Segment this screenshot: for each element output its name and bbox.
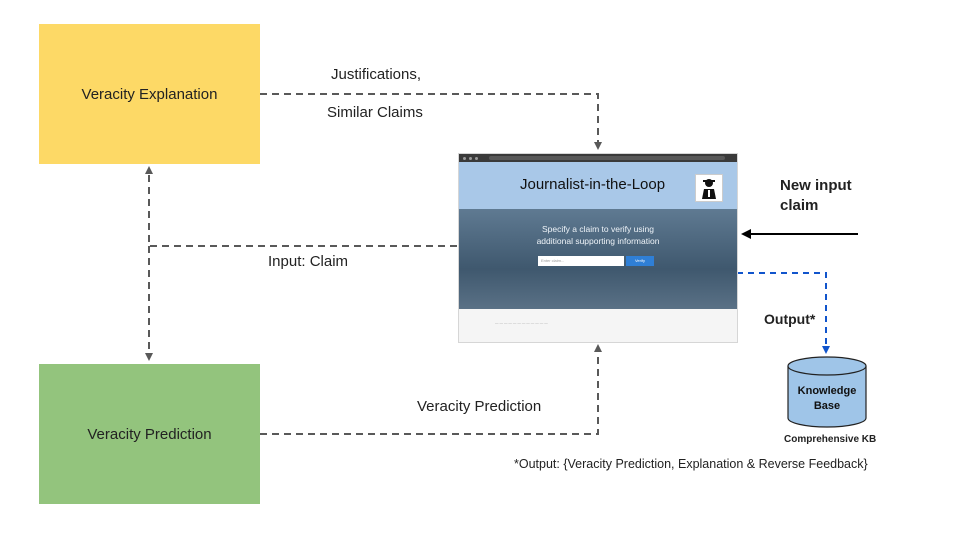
browser-dot — [469, 156, 472, 160]
browser-dot — [475, 156, 478, 160]
claim-input[interactable]: Enter claim... — [538, 256, 624, 266]
knowledge-base-cylinder: Knowledge Base — [787, 356, 867, 428]
veracity-explanation-label: Veracity Explanation — [81, 85, 218, 103]
app-header: Journalist-in-the-Loop — [459, 162, 737, 209]
input-claim-label: Input: Claim — [268, 253, 349, 270]
app-footer: — — — — — — — — — — — — — [459, 309, 737, 342]
hero-headline-line1: Specify a claim to verify using — [542, 224, 654, 234]
veracity-prediction-edge-label: Veracity Prediction — [417, 398, 542, 415]
new-input-claim-label: New input claim — [780, 176, 852, 216]
verify-button[interactable]: Verify — [626, 256, 654, 266]
kb-label-line1: Knowledge — [797, 385, 857, 397]
browser-dot — [463, 156, 466, 160]
kb-label-line2: Base — [813, 400, 841, 412]
journalist-logo-icon — [695, 174, 723, 202]
knowledge-base-label: Knowledge Base — [787, 384, 867, 414]
edge-tool-to-explanation — [145, 166, 457, 247]
browser-url-bar — [489, 156, 725, 160]
output-footnote: *Output: {Veracity Prediction, Explanati… — [514, 457, 868, 471]
hero-headline: Specify a claim to verify using addition… — [459, 223, 737, 247]
kb-caption: Comprehensive KB — [784, 434, 877, 445]
justifications-label: Justifications, — [331, 66, 422, 83]
similar-claims-label: Similar Claims — [327, 104, 423, 121]
output-label: Output* — [764, 311, 816, 327]
edge-prediction-to-tool — [260, 344, 602, 435]
journalist-in-the-loop-screenshot: Journalist-in-the-Loop Specify a claim t… — [459, 154, 737, 342]
cylinder-shape — [787, 356, 867, 428]
edge-explanation-to-tool — [260, 93, 602, 150]
veracity-prediction-label: Veracity Prediction — [87, 425, 212, 443]
app-title: Journalist-in-the-Loop — [520, 176, 666, 193]
new-input-line2: claim — [780, 197, 819, 214]
footer-copyright: — — — — — — — — — — — — — [495, 321, 548, 325]
veracity-prediction-box: Veracity Prediction — [39, 364, 260, 504]
browser-toolbar — [459, 154, 737, 162]
app-hero: Specify a claim to verify using addition… — [459, 209, 737, 309]
veracity-explanation-box: Veracity Explanation — [39, 24, 260, 164]
hero-headline-line2: additional supporting information — [536, 236, 660, 246]
new-input-line1: New input — [780, 177, 852, 194]
edge-output-to-kb — [737, 272, 830, 354]
